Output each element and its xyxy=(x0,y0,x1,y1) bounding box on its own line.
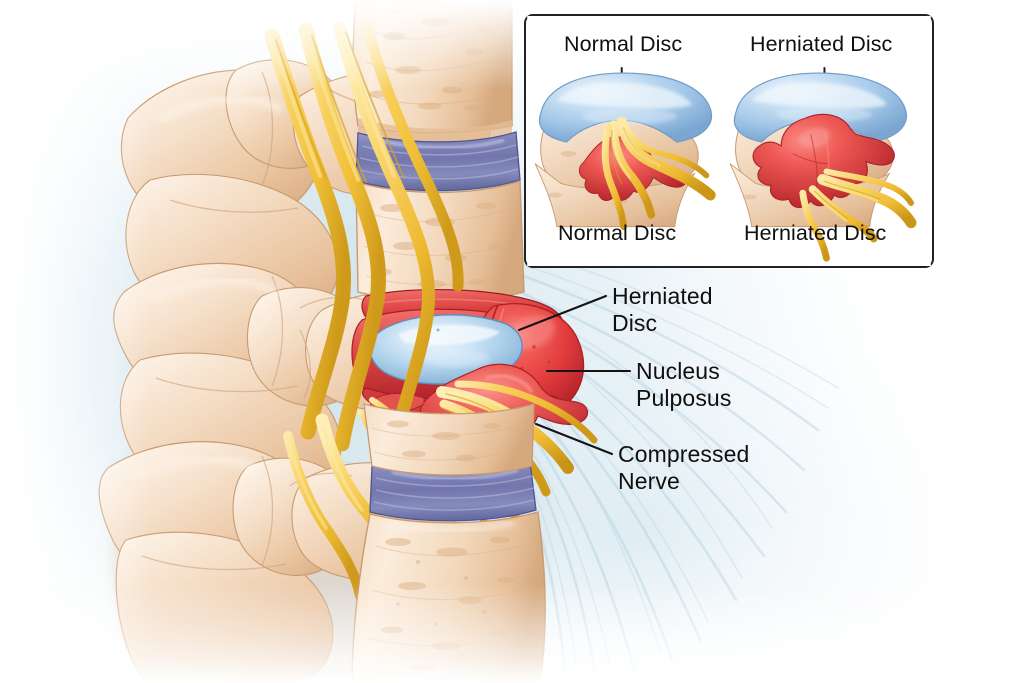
inset-comparison-panel: Normal Disc Herniated Disc Normal Disc H… xyxy=(524,14,934,268)
inset-panel-normal xyxy=(534,67,716,231)
label-compressed-nerve: Compressed Nerve xyxy=(618,441,750,495)
label-nucleus-pulposus: Nucleus Pulposus xyxy=(636,358,732,412)
inset-illustration xyxy=(527,16,931,266)
inset-panel-herniated xyxy=(729,67,917,262)
label-herniated-disc: Herniated Disc xyxy=(612,283,713,337)
inset-herniation-mass xyxy=(752,113,895,208)
leader-line-compressed-nerve xyxy=(534,422,614,456)
inset-label-normal-top: Normal Disc xyxy=(564,32,683,56)
vertebral-body-herniated-level xyxy=(363,403,535,476)
leader-lines xyxy=(517,294,632,456)
leader-line-herniated-disc xyxy=(517,294,608,332)
inset-label-herniated-bottom: Herniated Disc xyxy=(744,221,887,245)
inset-label-herniated-top: Herniated Disc xyxy=(750,32,893,56)
inset-label-normal-bottom: Normal Disc xyxy=(558,221,677,245)
